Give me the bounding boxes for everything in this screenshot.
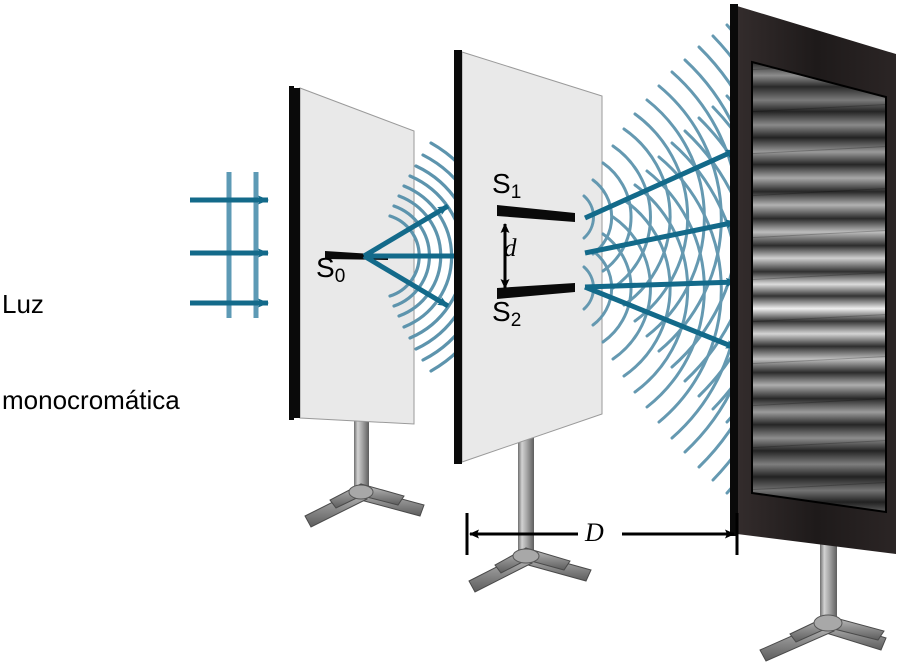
screen-distance-label: D xyxy=(585,518,604,547)
screen-distance-dimension xyxy=(465,513,739,555)
plane-wavefronts xyxy=(226,172,259,318)
s0-light-rays xyxy=(362,203,465,309)
s0-label-subscript: 0 xyxy=(334,266,346,287)
light-label-line2: monocromática xyxy=(2,385,180,415)
s2-label-subscript: 2 xyxy=(510,310,522,331)
s1-label-subscript: 1 xyxy=(510,182,522,203)
interference-pattern-screen xyxy=(730,4,896,554)
s0-label-text: S xyxy=(316,252,335,283)
light-label-line1: Luz xyxy=(2,289,44,319)
s1-label-text: S xyxy=(492,168,511,199)
slit-s1 xyxy=(497,205,575,222)
slit-separation-label: d xyxy=(504,235,517,262)
stand-double-slit xyxy=(468,412,592,593)
incoming-light-rays xyxy=(190,195,269,308)
s2-label-text: S xyxy=(492,296,511,327)
stand-single-slit xyxy=(304,418,425,528)
s0-label: S0 xyxy=(316,252,345,288)
monochromatic-light-label: Luz monocromática xyxy=(2,224,180,448)
slit-s2 xyxy=(497,283,575,299)
s1-label: S1 xyxy=(492,168,521,204)
double-slit-barrier xyxy=(454,50,603,464)
outgoing-light-rays xyxy=(583,147,738,351)
s2-label: S2 xyxy=(492,296,521,332)
